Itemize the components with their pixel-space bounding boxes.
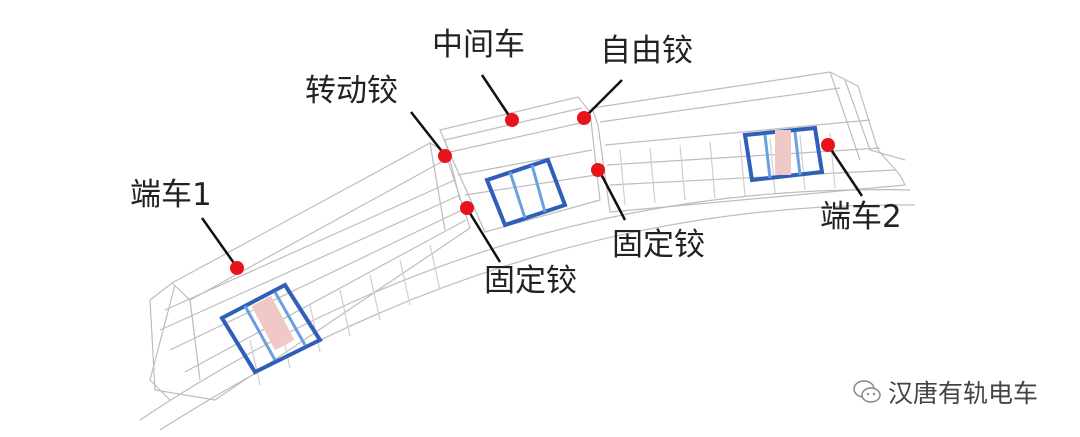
label-fixed-hinge-right: 固定铰 (612, 227, 705, 263)
underframe-grid (249, 132, 836, 386)
marker-fixed-hinge-right (591, 163, 605, 177)
marker-rotating-hinge (438, 149, 452, 163)
leader-line (200, 217, 238, 267)
bogie-middle-car (484, 157, 568, 228)
label-end-car-2: 端车2 (820, 199, 902, 235)
marker-end-car-2 (821, 138, 835, 152)
wechat-icon (853, 380, 881, 403)
leader-line (410, 111, 445, 155)
bogie-end-car-2 (742, 125, 825, 183)
leader-line (466, 209, 502, 263)
leader-line (585, 79, 623, 117)
label-rotating-hinge: 转动铰 (305, 73, 398, 109)
label-free-hinge: 自由铰 (600, 33, 693, 69)
label-middle-car: 中间车 (432, 27, 525, 63)
marker-middle-car (505, 113, 519, 127)
marker-fixed-hinge-left (460, 201, 474, 215)
leader-line (598, 171, 627, 221)
leader-line (480, 74, 512, 118)
watermark: 汉唐有轨电车 (852, 374, 1038, 410)
watermark-text: 汉唐有轨电车 (888, 379, 1039, 408)
leader-line (828, 147, 864, 197)
label-end-car-1: 端车1 (130, 177, 212, 213)
bogie-end-car-1 (219, 282, 323, 375)
marker-free-hinge (577, 111, 591, 125)
marker-end-car-1 (230, 261, 244, 275)
label-fixed-hinge-left: 固定铰 (484, 263, 577, 299)
